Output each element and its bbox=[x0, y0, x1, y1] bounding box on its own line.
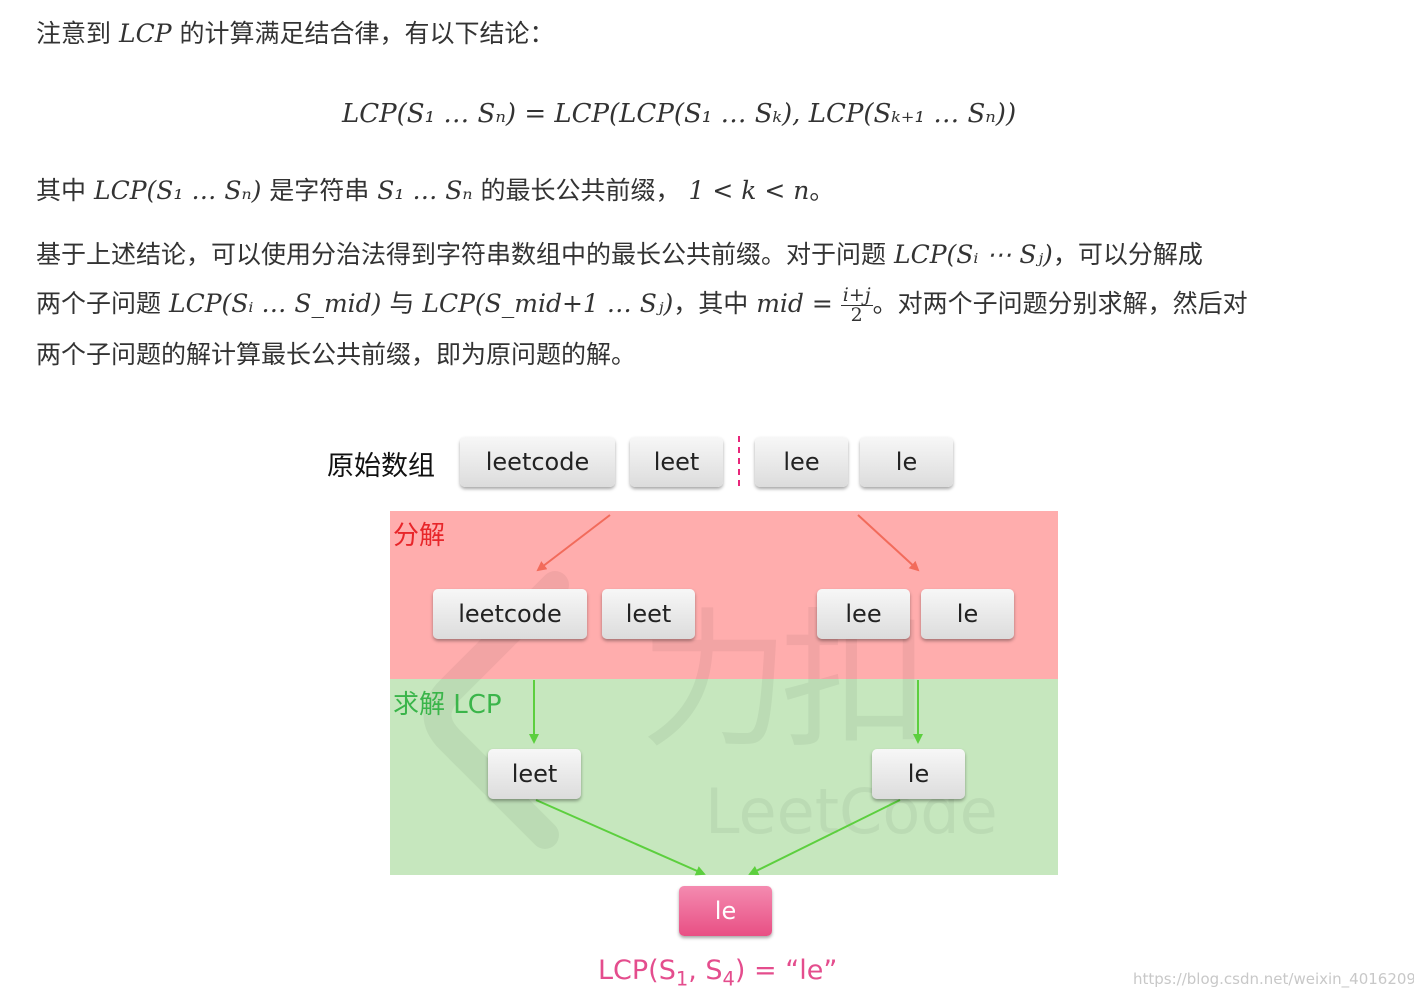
divided-item-lee: lee bbox=[817, 589, 910, 639]
text: 的最长公共前缀， bbox=[480, 176, 681, 205]
result-item: le bbox=[679, 886, 772, 936]
original-array-label: 原始数组 bbox=[327, 451, 435, 482]
divided-item-le: le bbox=[921, 589, 1014, 639]
text: ，其中 bbox=[673, 289, 749, 318]
text: 其中 bbox=[36, 176, 87, 205]
credit-watermark: https://blog.csdn.net/weixin_40162095 bbox=[1133, 970, 1414, 988]
text: 是字符串 bbox=[269, 176, 370, 205]
solved-item-leet: leet bbox=[488, 749, 581, 799]
text: 的计算满足结合律，有以下结论： bbox=[179, 19, 555, 48]
formula-part: ) = “le” bbox=[734, 955, 838, 986]
math-expr: LCP(Sᵢ … S_mid) bbox=[168, 289, 382, 318]
arrow-divide-left bbox=[536, 514, 611, 572]
math-expr: LCP(S₁ … Sₙ) bbox=[93, 176, 262, 205]
math-expr: LCP(Sᵢ ⋯ Sⱼ) bbox=[893, 240, 1053, 269]
divided-item-leetcode: leetcode bbox=[433, 589, 587, 639]
fraction-denominator: 2 bbox=[850, 303, 863, 326]
result-formula: LCP(S1, S4) = “le” bbox=[598, 955, 837, 990]
arrow-merge-left bbox=[535, 799, 706, 876]
original-item-lee: lee bbox=[755, 437, 848, 487]
arrow-merge-right bbox=[748, 799, 901, 875]
formula-subscript: 4 bbox=[722, 967, 735, 991]
math-lcp: LCP bbox=[118, 19, 172, 48]
text: 两个子问题 bbox=[36, 289, 162, 318]
solve-label: 求解 LCP bbox=[393, 690, 502, 720]
original-item-le: le bbox=[860, 437, 953, 487]
text: 。 bbox=[809, 176, 835, 205]
fraction-numerator: i+j bbox=[840, 283, 873, 306]
paragraph-3: 基于上述结论，可以使用分治法得到字符串数组中的最长公共前缀。对于问题 LCP(S… bbox=[36, 230, 1203, 280]
arrow-divide-right bbox=[857, 514, 920, 572]
solved-item-le: le bbox=[872, 749, 965, 799]
math-ineq: 1 < k < n bbox=[688, 176, 810, 205]
divided-item-leet: leet bbox=[602, 589, 695, 639]
formula-subscript: 1 bbox=[675, 967, 689, 991]
text: 与 bbox=[389, 289, 415, 318]
formula-part: LCP(S bbox=[598, 955, 676, 986]
text: ，可以分解成 bbox=[1052, 240, 1203, 269]
text: 。对两个子问题分别求解，然后对 bbox=[872, 289, 1248, 318]
formula: LCP(S₁ … Sₙ) = LCP(LCP(S₁ … Sₖ), LCP(Sₖ₊… bbox=[342, 99, 1017, 129]
math-mid: mid = bbox=[756, 289, 833, 318]
paragraph-5: 两个子问题的解计算最长公共前缀，即为原问题的解。 bbox=[36, 340, 637, 369]
text: 注意到 bbox=[36, 19, 112, 48]
paragraph-1: 注意到 LCP 的计算满足结合律，有以下结论： bbox=[36, 9, 555, 59]
text: 基于上述结论，可以使用分治法得到字符串数组中的最长公共前缀。对于问题 bbox=[36, 240, 887, 269]
math-seq: S₁ … Sₙ bbox=[377, 176, 473, 205]
paragraph-4: 两个子问题 LCP(Sᵢ … S_mid) 与 LCP(S_mid+1 … Sⱼ… bbox=[36, 279, 1248, 329]
divide-label: 分解 bbox=[393, 521, 446, 551]
original-item-leetcode: leetcode bbox=[460, 437, 615, 487]
original-item-leet: leet bbox=[630, 437, 723, 487]
paragraph-2: 其中 LCP(S₁ … Sₙ) 是字符串 S₁ … Sₙ 的最长公共前缀， 1 … bbox=[36, 166, 834, 216]
formula-part: , S bbox=[688, 955, 723, 986]
math-expr: LCP(S_mid+1 … Sⱼ) bbox=[422, 289, 674, 318]
